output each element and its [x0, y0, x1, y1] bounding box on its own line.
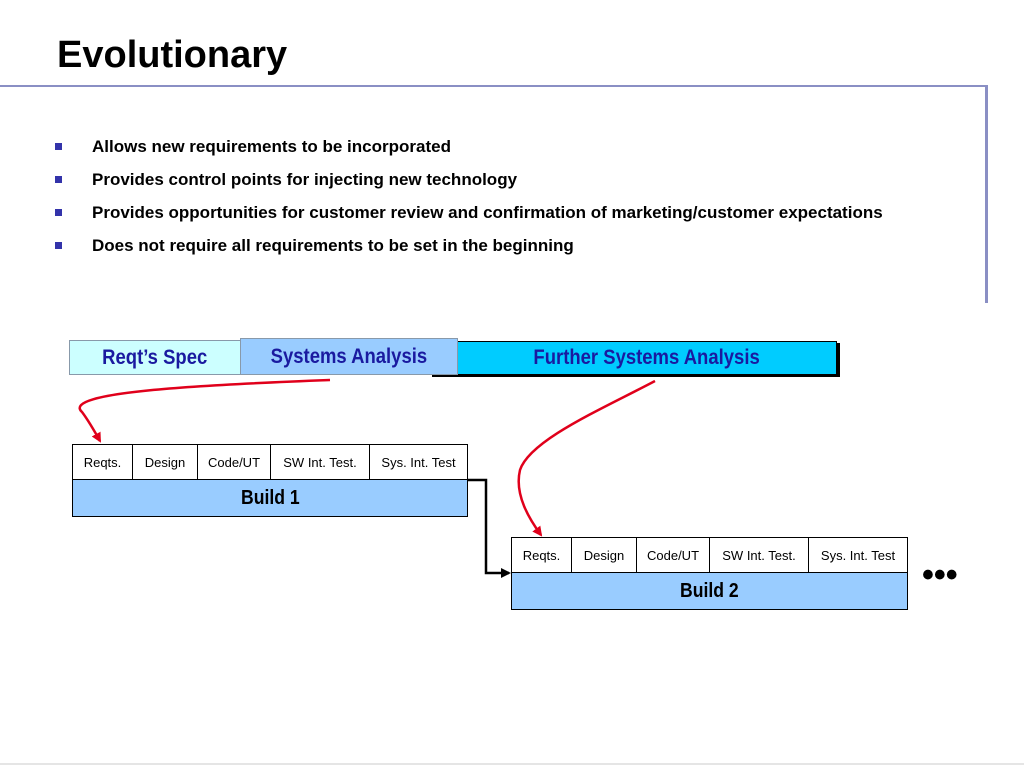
red-arrow-to-build1 [78, 378, 331, 443]
bullet-square-icon [55, 143, 62, 150]
build2-phase-design: Design [571, 537, 637, 573]
bullet-square-icon [55, 176, 62, 183]
build2-label: Build 2 [680, 579, 739, 602]
continuation-ellipsis: ••• [922, 556, 958, 594]
build2-phase-sys-int-test: Sys. Int. Test [808, 537, 908, 573]
build1-to-build2-connector [468, 478, 511, 578]
title-rule [0, 85, 988, 87]
reqts-spec-box: Reqt’s Spec [69, 340, 241, 375]
bullet-item: Provides control points for injecting ne… [55, 168, 935, 192]
further-systems-analysis-label: Further Systems Analysis [533, 346, 760, 369]
title-rule-vertical [985, 85, 988, 303]
build1-phase-code-ut: Code/UT [197, 444, 271, 480]
slide-title: Evolutionary [57, 34, 288, 76]
bullet-item: Allows new requirements to be incorporat… [55, 135, 935, 159]
build1-label: Build 1 [240, 486, 300, 509]
bullet-text: Provides control points for injecting ne… [92, 170, 518, 189]
further-systems-analysis-box: Further Systems Analysis [456, 341, 837, 375]
reqts-spec-label: Reqt’s Spec [102, 345, 208, 369]
red-arrow-to-build2 [517, 379, 656, 537]
build1-bar: Build 1 [72, 479, 468, 517]
bullet-text: Provides opportunities for customer revi… [92, 203, 883, 222]
bullet-square-icon [55, 242, 62, 249]
footer-rule [0, 763, 1024, 765]
systems-analysis-box: Systems Analysis [240, 338, 458, 375]
bullet-item: Does not require all requirements to be … [55, 234, 935, 258]
bullet-list: Allows new requirements to be incorporat… [55, 135, 935, 267]
systems-analysis-label: Systems Analysis [270, 344, 428, 368]
build1-phase-sys-int-test: Sys. Int. Test [369, 444, 468, 480]
bullet-item: Provides opportunities for customer revi… [55, 201, 935, 225]
bullet-square-icon [55, 209, 62, 216]
bullet-text: Allows new requirements to be incorporat… [92, 137, 451, 156]
build2-bar: Build 2 [511, 572, 908, 610]
build1-phase-design: Design [132, 444, 198, 480]
bullet-text: Does not require all requirements to be … [92, 236, 574, 255]
build1-phase-sw-int-test: SW Int. Test. [270, 444, 370, 480]
